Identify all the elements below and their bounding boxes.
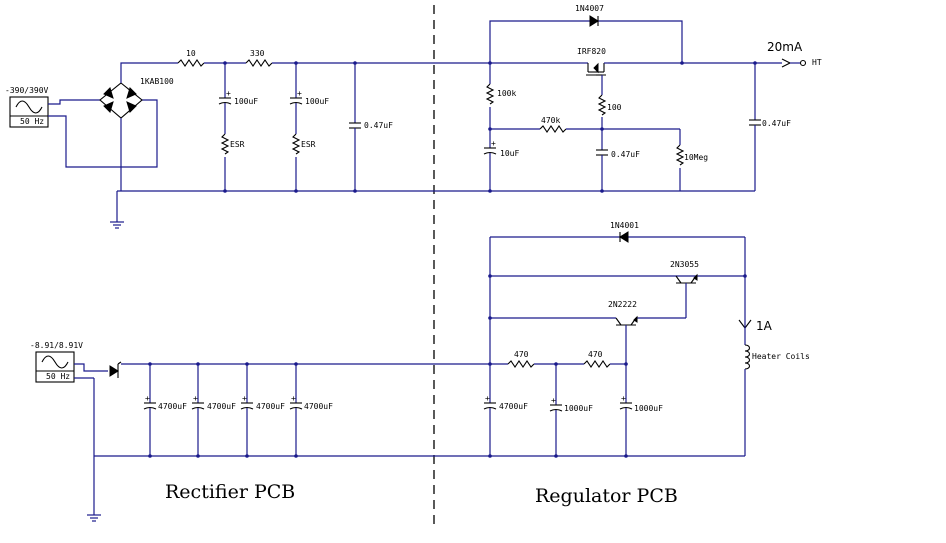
c4700uf-4-label: 4700uF bbox=[304, 402, 333, 411]
q2n2222-label: 2N2222 bbox=[608, 300, 637, 309]
ht-supply-section: -390/390V 50 Hz 1KAB100 10 330 bbox=[5, 4, 822, 229]
r470-2-label: 470 bbox=[588, 350, 603, 359]
resistor-100 bbox=[597, 94, 607, 116]
bridge-rectifier bbox=[99, 82, 143, 119]
svg-text:+: + bbox=[145, 394, 150, 403]
ac-source-390v bbox=[9, 96, 49, 128]
ht-output-terminal bbox=[781, 58, 807, 68]
current-20ma-label: 20mA bbox=[767, 40, 803, 54]
q2n3055-label: 2N3055 bbox=[670, 260, 699, 269]
source1-voltage-label: -390/390V bbox=[5, 86, 49, 95]
capacitor-4700uf-5: + bbox=[483, 394, 497, 456]
r470-1-label: 470 bbox=[514, 350, 529, 359]
capacitor-4700uf-4: + bbox=[289, 364, 303, 456]
c047uf-1-label: 0.47uF bbox=[364, 121, 393, 130]
c4700uf-5-label: 4700uF bbox=[499, 402, 528, 411]
d1n4001-label: 1N4001 bbox=[610, 221, 639, 230]
svg-text:+: + bbox=[242, 394, 247, 403]
esr-2-label: ESR bbox=[301, 140, 316, 149]
c1000uf-1-label: 1000uF bbox=[564, 404, 593, 413]
capacitor-100uf-1: + bbox=[218, 63, 232, 191]
c4700uf-2-label: 4700uF bbox=[207, 402, 236, 411]
d1n4007-label: 1N4007 bbox=[575, 4, 604, 13]
c100uf-2-label: 100uF bbox=[305, 97, 329, 106]
resistor-10meg bbox=[675, 144, 685, 166]
svg-text:+: + bbox=[551, 396, 556, 405]
svg-text:+: + bbox=[193, 394, 198, 403]
heater-coils-label: Heater Coils bbox=[752, 352, 810, 361]
bridge-label: 1KAB100 bbox=[140, 77, 174, 86]
c1000uf-2-label: 1000uF bbox=[634, 404, 663, 413]
diode-1n4001 bbox=[619, 231, 629, 243]
mosfet-irf820 bbox=[580, 62, 608, 95]
r470k-label: 470k bbox=[541, 116, 560, 125]
c10uf-label: 10uF bbox=[500, 149, 519, 158]
capacitor-10uf: + bbox=[483, 139, 497, 191]
capacitor-100uf-2: + bbox=[289, 63, 303, 191]
capacitor-047uf-2 bbox=[596, 149, 608, 191]
r100-label: 100 bbox=[607, 103, 622, 112]
source2-voltage-label: -8.91/8.91V bbox=[30, 341, 83, 350]
svg-text:+: + bbox=[491, 139, 496, 148]
resistor-10 bbox=[177, 59, 205, 67]
r330-label: 330 bbox=[250, 49, 265, 58]
rectifier-pcb-caption: Rectifier PCB bbox=[165, 481, 295, 503]
svg-text:+: + bbox=[291, 394, 296, 403]
resistor-100k bbox=[485, 83, 495, 105]
transistor-2n3055 bbox=[675, 273, 698, 318]
source1-freq-label: 50 Hz bbox=[20, 117, 44, 126]
ht-label: HT bbox=[812, 58, 822, 67]
capacitor-4700uf-2: + bbox=[191, 364, 205, 456]
svg-text:+: + bbox=[621, 394, 626, 403]
heater-supply-section: -8.91/8.91V 50 Hz bbox=[30, 221, 810, 522]
r10-label: 10 bbox=[186, 49, 196, 58]
r10meg-label: 10Meg bbox=[684, 153, 708, 162]
capacitor-4700uf-1: + bbox=[143, 364, 157, 456]
r100k-label: 100k bbox=[497, 89, 516, 98]
resistor-470-2 bbox=[583, 360, 611, 368]
c047uf-3-label: 0.47uF bbox=[762, 119, 791, 128]
schottky-diode bbox=[109, 361, 122, 378]
diode-1n4007 bbox=[589, 15, 599, 27]
regulator-pcb-caption: Regulator PCB bbox=[535, 485, 678, 507]
heater-coil bbox=[744, 344, 751, 370]
capacitor-047uf-1 bbox=[349, 63, 361, 191]
ground-symbol-top bbox=[110, 221, 124, 229]
ac-source-891v bbox=[35, 351, 75, 383]
c4700uf-3-label: 4700uF bbox=[256, 402, 285, 411]
capacitor-1000uf-2: + bbox=[619, 394, 633, 456]
current-1a-label: 1A bbox=[756, 319, 773, 333]
source2-freq-label: 50 Hz bbox=[46, 372, 70, 381]
resistor-470-1 bbox=[507, 360, 535, 368]
svg-text:+: + bbox=[297, 89, 302, 98]
current-arrow-1a bbox=[738, 319, 752, 329]
transistor-2n2222 bbox=[615, 315, 638, 403]
capacitor-4700uf-3: + bbox=[240, 364, 254, 456]
capacitor-047uf-3 bbox=[749, 63, 761, 191]
irf820-label: IRF820 bbox=[577, 47, 606, 56]
ground-symbol-bottom bbox=[87, 514, 101, 522]
resistor-470k bbox=[539, 125, 567, 133]
c100uf-1-label: 100uF bbox=[234, 97, 258, 106]
c047uf-2-label: 0.47uF bbox=[611, 150, 640, 159]
c4700uf-1-label: 4700uF bbox=[158, 402, 187, 411]
esr-1-label: ESR bbox=[230, 140, 245, 149]
svg-text:+: + bbox=[485, 394, 490, 403]
svg-text:+: + bbox=[226, 89, 231, 98]
capacitor-1000uf-1: + bbox=[549, 364, 563, 456]
resistor-330 bbox=[245, 59, 273, 67]
